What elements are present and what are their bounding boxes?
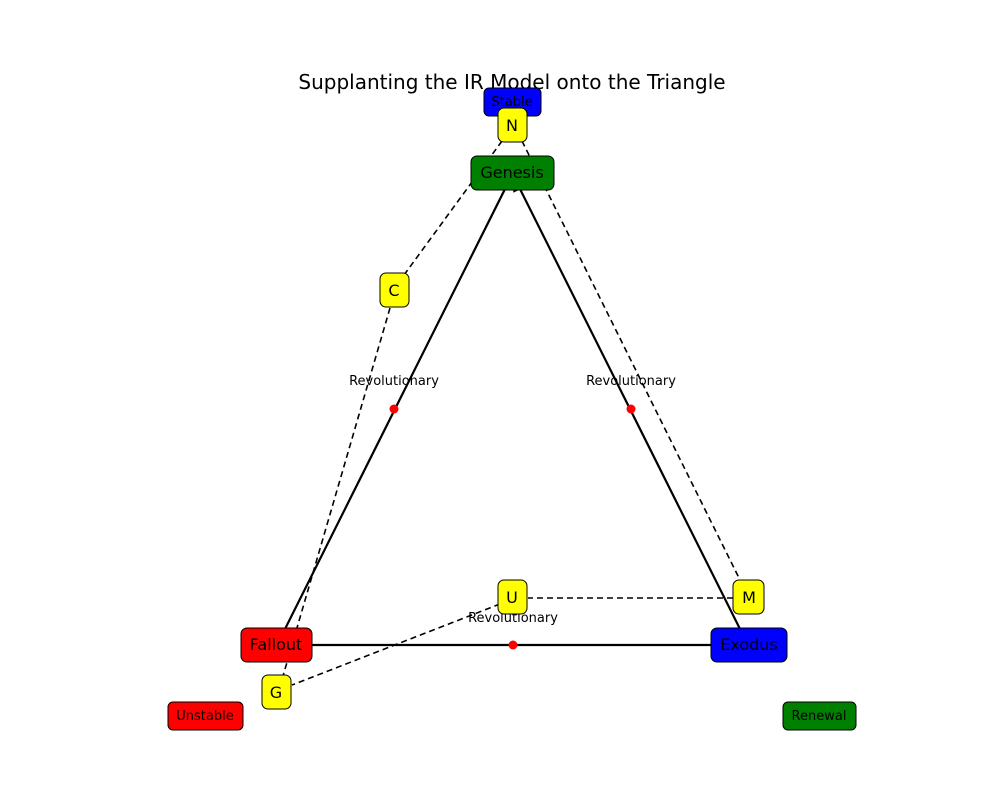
letter-u-label: U bbox=[506, 588, 518, 607]
node-genesis-label: Genesis bbox=[480, 163, 543, 182]
letter-m-label: M bbox=[742, 588, 756, 607]
node-genesis: Genesis bbox=[470, 155, 555, 191]
midpoint-bottom bbox=[508, 640, 518, 650]
legend-renewal: Renewal bbox=[782, 701, 857, 731]
dashed-edge-c-g bbox=[282, 307, 391, 677]
letter-n: N bbox=[497, 107, 528, 143]
legend-renewal-box bbox=[782, 701, 857, 731]
node-exodus: Exodus bbox=[710, 627, 788, 663]
edge-label-right: Revolutionary bbox=[586, 374, 676, 389]
letter-c: C bbox=[379, 272, 410, 308]
letter-n-box bbox=[497, 107, 528, 143]
letter-c-label: C bbox=[388, 281, 399, 300]
letter-g: G bbox=[261, 674, 292, 710]
letter-m: M bbox=[732, 579, 765, 615]
legend-unstable-label: Unstable bbox=[176, 709, 233, 724]
legend-renewal-label: Renewal bbox=[792, 709, 847, 724]
letter-g-box bbox=[261, 674, 292, 710]
letter-u-box bbox=[497, 579, 528, 615]
legend-stable-label: Stable bbox=[491, 95, 532, 110]
edge-label-bottom: Revolutionary bbox=[468, 611, 558, 626]
node-exodus-box bbox=[710, 627, 788, 663]
legend-stable: Stable bbox=[483, 87, 542, 117]
legend-unstable: Unstable bbox=[167, 701, 244, 731]
dashed-edge-n-c bbox=[403, 140, 503, 276]
node-fallout-label: Fallout bbox=[250, 635, 303, 654]
node-fallout: Fallout bbox=[240, 627, 313, 663]
letter-m-box bbox=[732, 579, 765, 615]
node-fallout-box bbox=[240, 627, 313, 663]
midpoint-left bbox=[389, 404, 399, 414]
letter-g-label: G bbox=[270, 683, 282, 702]
legend-unstable-box bbox=[167, 701, 244, 731]
letter-n-label: N bbox=[506, 116, 518, 135]
letter-c-box bbox=[379, 272, 410, 308]
node-exodus-label: Exodus bbox=[720, 635, 778, 654]
midpoint-right bbox=[626, 404, 636, 414]
node-genesis-box bbox=[470, 155, 555, 191]
dashed-edge-n-m bbox=[521, 140, 742, 583]
letter-u: U bbox=[497, 579, 528, 615]
edge-label-left: Revolutionary bbox=[349, 374, 439, 389]
